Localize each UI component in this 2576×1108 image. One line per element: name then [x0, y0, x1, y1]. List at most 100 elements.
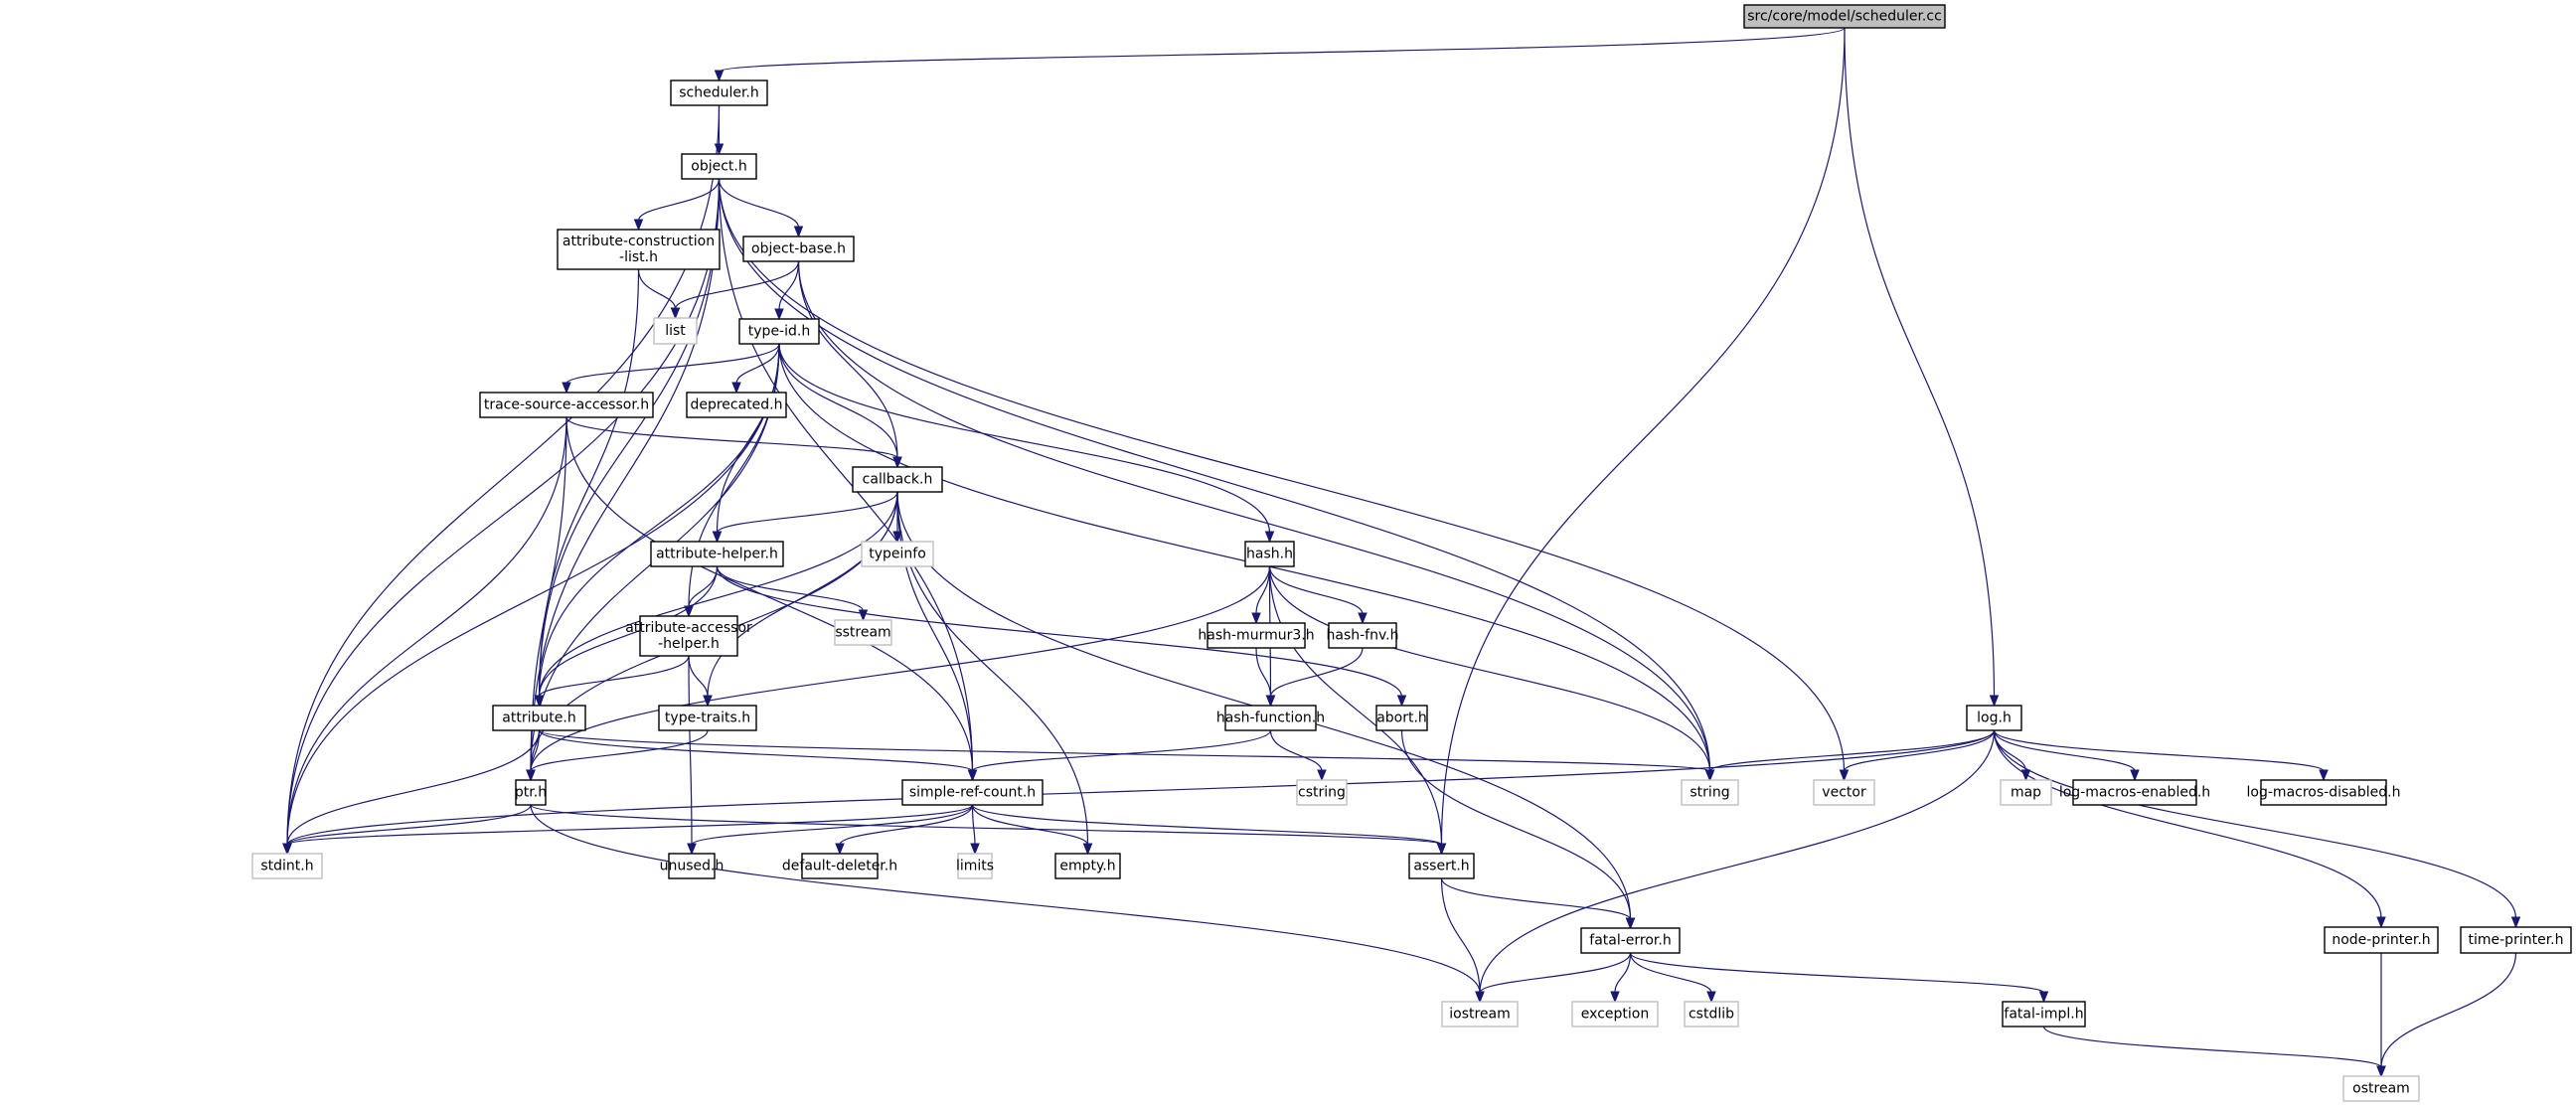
- edge-fatal-impl-h-to-ostream: [2042, 1026, 2382, 1068]
- edge-src-core-model-scheduler-cc-to-assert-h: [1440, 27, 1846, 846]
- node-callback-h[interactable]: callback.h: [852, 466, 943, 493]
- node-attribute-h[interactable]: attribute.h: [492, 705, 586, 731]
- edge-callback-h-to-type-traits-h: [707, 491, 898, 698]
- node-default-deleter-h[interactable]: default-deleter.h: [782, 853, 897, 879]
- node-assert-h[interactable]: assert.h: [1408, 853, 1475, 879]
- node-label: hash-murmur3.h: [1198, 628, 1314, 644]
- edge-ptr-h-to-stdint-h: [286, 804, 532, 846]
- node-unused-h[interactable]: unused.h: [660, 853, 724, 879]
- node-label: ptr.h: [515, 785, 547, 801]
- node-sstream: sstream: [834, 619, 892, 646]
- edge-log-h-to-log-macros-disabled-h: [1993, 729, 2325, 772]
- node-fatal-error-h[interactable]: fatal-error.h: [1580, 927, 1681, 954]
- arrowhead-icon: [970, 843, 980, 856]
- node-box: [1328, 622, 1397, 649]
- edge-attribute-accessor-helper-h-to-attribute-h: [538, 655, 690, 698]
- arrowhead-icon: [282, 843, 292, 856]
- node-label: string: [1690, 785, 1729, 801]
- arrowhead-icon: [562, 382, 571, 395]
- node-object-h[interactable]: object.h: [681, 153, 757, 180]
- node-label: type-traits.h: [665, 711, 750, 726]
- arrowhead-icon: [534, 695, 545, 708]
- node-node-printer-h[interactable]: node-printer.h: [2324, 926, 2439, 954]
- node-box: [1207, 622, 1306, 649]
- arrowhead-icon: [687, 843, 697, 856]
- node-label: log-macros-disabled.h: [2247, 785, 2401, 801]
- edge-type-traits-h-to-ptr-h: [530, 729, 709, 772]
- node-label: cstring: [1298, 785, 1346, 801]
- node-attribute-accessor-helper-h[interactable]: attribute-accessor-helper.h: [625, 615, 752, 657]
- node-ptr-h[interactable]: ptr.h: [515, 779, 547, 806]
- node-simple-ref-count-h[interactable]: simple-ref-count.h: [901, 779, 1044, 806]
- edge-hash-h-to-hash-murmur3-h: [1255, 565, 1271, 615]
- node-box: [2260, 779, 2387, 806]
- edge-type-id-h-to-stdint-h: [286, 343, 780, 846]
- node-time-printer-h[interactable]: time-printer.h: [2460, 926, 2572, 954]
- edge-attribute-helper-h-to-sstream: [716, 565, 865, 612]
- node-box: [251, 853, 323, 879]
- edge-simple-ref-count-h-to-stdint-h: [286, 804, 974, 846]
- node-box: [1580, 927, 1681, 954]
- node-box: [852, 466, 943, 493]
- node-empty-h[interactable]: empty.h: [1054, 853, 1121, 879]
- node-label: object.h: [691, 159, 746, 175]
- node-hash-fnv-h[interactable]: hash-fnv.h: [1327, 622, 1399, 649]
- node-box: [653, 317, 698, 345]
- node-list: list: [653, 317, 698, 345]
- node-hash-murmur3-h[interactable]: hash-murmur3.h: [1198, 622, 1315, 649]
- edge-attribute-construction-list-h-to-attribute-h: [538, 268, 640, 698]
- arrowhead-icon: [1317, 769, 1327, 782]
- arrowhead-icon: [858, 609, 869, 622]
- node-box: [681, 153, 757, 180]
- node-box: [861, 541, 934, 567]
- node-attribute-construction-list-h[interactable]: attribute-construction-list.h: [557, 229, 721, 270]
- node-fatal-impl-h[interactable]: fatal-impl.h: [2002, 1001, 2086, 1028]
- node-box: [742, 236, 855, 262]
- edge-type-id-h-to-string: [778, 343, 1711, 772]
- node-label: iostream: [1449, 1007, 1511, 1023]
- node-log-h[interactable]: log.h: [1966, 705, 2022, 731]
- node-type-traits-h[interactable]: type-traits.h: [658, 705, 757, 731]
- edge-simple-ref-count-h-to-empty-h: [971, 804, 1089, 846]
- node-box: [834, 619, 892, 646]
- node-iostream: iostream: [1441, 1001, 1519, 1028]
- arrowhead-icon: [1082, 843, 1093, 856]
- node-abort-h[interactable]: abort.h: [1375, 705, 1428, 731]
- node-label: log.h: [1977, 711, 2012, 726]
- arrowhead-icon: [1396, 695, 1407, 708]
- node-log-macros-enabled-h[interactable]: log-macros-enabled.h: [2059, 779, 2210, 806]
- node-hash-h[interactable]: hash.h: [1244, 541, 1295, 567]
- node-ostream: ostream: [2342, 1075, 2420, 1102]
- arrowhead-icon: [1989, 695, 2000, 708]
- node-label: vector: [1822, 785, 1866, 801]
- node-hash-function-h[interactable]: hash-function.h: [1216, 705, 1325, 731]
- arrowhead-icon: [1625, 917, 1636, 930]
- node-object-base-h[interactable]: object-base.h: [742, 236, 855, 262]
- node-box: [801, 853, 879, 879]
- edge-object-h-to-attribute-construction-list-h: [637, 178, 721, 222]
- nodes-layer: src/core/model/scheduler.cc scheduler.h ob…: [251, 4, 2572, 1102]
- arrowhead-icon: [703, 695, 713, 708]
- node-box: [1966, 705, 2022, 731]
- edge-ptr-h-to-assert-h: [530, 804, 1443, 846]
- edge-object-h-to-attribute-h: [538, 178, 721, 698]
- edge-trace-source-accessor-h-to-simple-ref-count-h: [565, 416, 974, 772]
- node-label: object-base.h: [751, 241, 846, 257]
- arrowhead-icon: [1251, 612, 1261, 625]
- node-label: -list.h: [619, 249, 658, 265]
- edge-type-id-h-to-callback-h: [778, 343, 898, 459]
- node-src-core-model-scheduler-cc[interactable]: src/core/model/scheduler.cc: [1743, 4, 1946, 29]
- edge-object-h-to-object-base-h: [718, 178, 800, 229]
- node-label: list: [665, 323, 686, 339]
- node-label: callback.h: [863, 472, 933, 488]
- node-trace-source-accessor-h[interactable]: trace-source-accessor.h: [479, 392, 654, 418]
- node-label: unused.h: [660, 859, 724, 874]
- node-attribute-helper-h[interactable]: attribute-helper.h: [650, 541, 784, 567]
- node-log-macros-disabled-h[interactable]: log-macros-disabled.h: [2247, 779, 2401, 806]
- node-type-id-h[interactable]: type-id.h: [738, 318, 820, 345]
- edge-hash-fnv-h-to-hash-function-h: [1269, 647, 1364, 698]
- node-deprecated-h[interactable]: deprecated.h: [686, 392, 787, 418]
- node-label: abort.h: [1376, 711, 1427, 726]
- edges-layer: [282, 27, 2521, 1078]
- node-scheduler-h[interactable]: scheduler.h: [670, 79, 768, 106]
